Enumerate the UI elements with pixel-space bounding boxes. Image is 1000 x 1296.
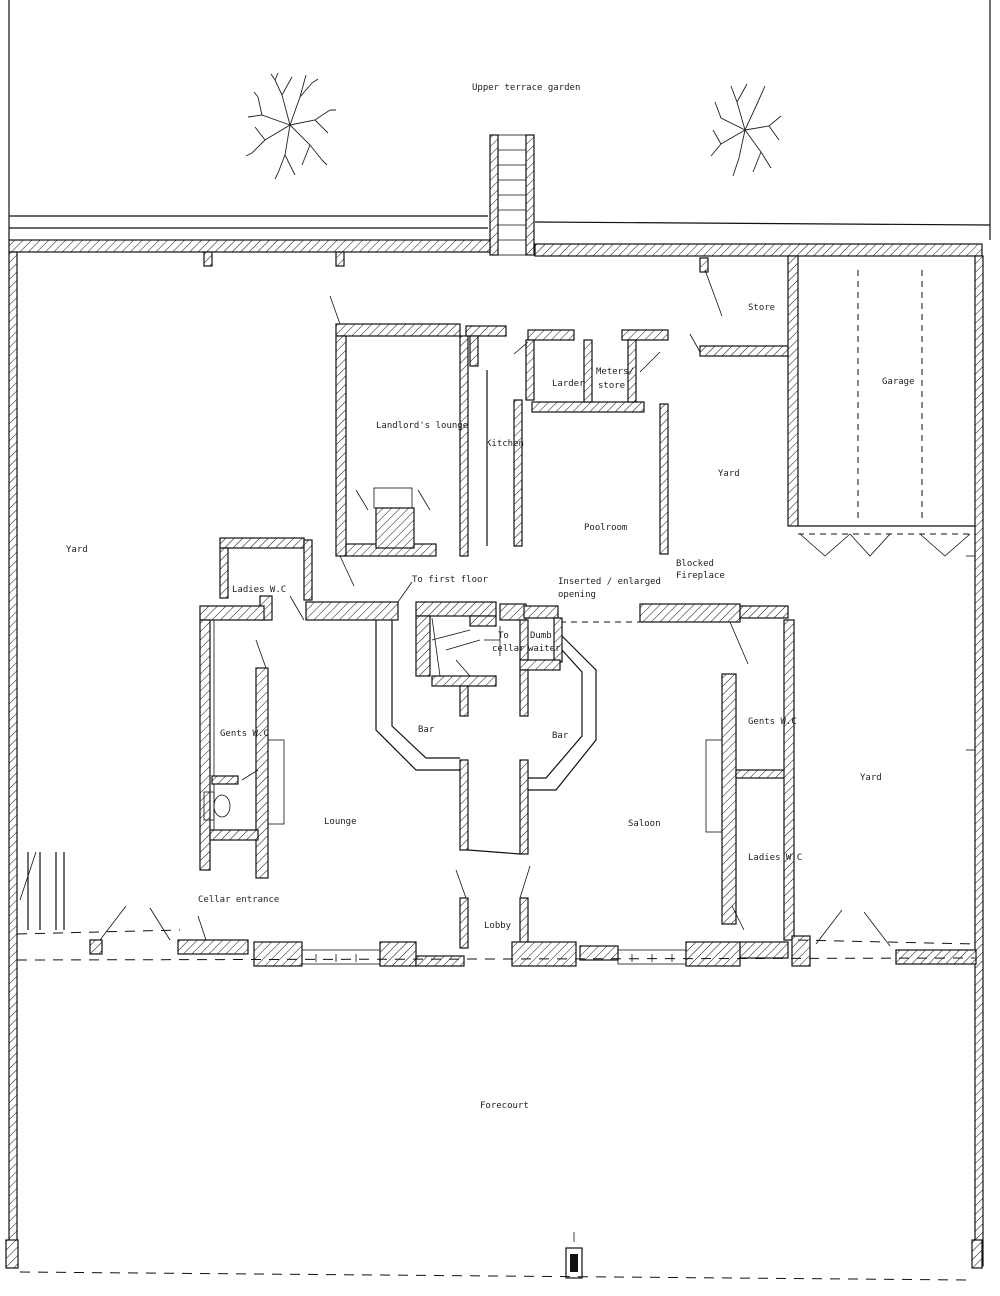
left-yard-shed xyxy=(19,851,65,930)
room-labels: Upper terrace garden Store Garage Landlo… xyxy=(66,83,915,1111)
gents-wc-left-walls xyxy=(199,605,285,879)
label-to-first-floor: To first floor xyxy=(412,575,488,585)
north-marker-icon xyxy=(565,1232,583,1279)
label-dumb-waiter-1: Dumb xyxy=(530,631,552,641)
label-lounge: Lounge xyxy=(324,817,357,827)
forecourt-boundary xyxy=(5,1239,983,1281)
label-ladies-wc-left: Ladies W.C xyxy=(232,585,286,595)
label-garage: Garage xyxy=(882,377,915,387)
label-landlords-lounge: Landlord's lounge xyxy=(376,421,468,431)
label-blocked-fireplace-1: Blocked xyxy=(676,559,714,569)
label-poolroom: Poolroom xyxy=(584,523,627,533)
landlords-lounge-walls xyxy=(335,323,507,557)
label-inserted-opening-1: Inserted / enlarged xyxy=(558,577,661,587)
label-to-cellar-2: cellar xyxy=(492,644,525,654)
label-cellar-entrance: Cellar entrance xyxy=(198,895,279,905)
label-ladies-wc-right: Ladies W.C xyxy=(748,853,802,863)
wall-stubs xyxy=(203,251,345,325)
tree-icon xyxy=(710,83,782,177)
site-wall-right xyxy=(974,255,984,1267)
label-gents-wc-right: Gents W.C xyxy=(748,717,797,727)
label-saloon: Saloon xyxy=(628,819,661,829)
label-inserted-opening-2: opening xyxy=(558,590,596,600)
front-wall xyxy=(16,905,977,967)
cross-wall xyxy=(305,555,789,623)
label-lobby: Lobby xyxy=(484,921,512,931)
label-yard-left: Yard xyxy=(66,545,88,555)
tree-icon xyxy=(245,72,336,180)
label-bar-right: Bar xyxy=(552,731,569,741)
right-yard-details xyxy=(966,555,975,751)
stair-core xyxy=(415,601,563,717)
terrace-wall xyxy=(9,215,991,229)
lobby-walls xyxy=(455,865,531,949)
terrace-steps xyxy=(489,134,535,256)
label-upper-terrace-garden: Upper terrace garden xyxy=(472,83,580,93)
label-dumb-waiter-2: waiter xyxy=(528,644,561,654)
label-to-cellar-1: To xyxy=(498,631,509,641)
label-store: Store xyxy=(748,303,775,313)
site-wall-top xyxy=(8,239,983,257)
garage xyxy=(787,255,975,557)
label-gents-wc-left: Gents W.C xyxy=(220,729,269,739)
label-larder: Larder xyxy=(552,379,585,389)
label-kitchen: Kitchen xyxy=(486,439,524,449)
label-bar-left: Bar xyxy=(418,725,435,735)
label-meters-store-2: store xyxy=(598,381,625,391)
bar-counters xyxy=(375,620,597,855)
label-meters-store-1: Meters/ xyxy=(596,367,634,377)
label-blocked-fireplace-2: Fireplace xyxy=(676,571,725,581)
site-wall-left xyxy=(8,251,18,1263)
saloon-right-walls xyxy=(705,619,795,941)
ladies-wc-left-walls xyxy=(219,537,313,621)
label-yard-center: Yard xyxy=(718,469,740,479)
label-forecourt: Forecourt xyxy=(480,1101,529,1111)
kitchen-walls xyxy=(469,329,669,555)
label-yard-right: Yard xyxy=(860,773,882,783)
